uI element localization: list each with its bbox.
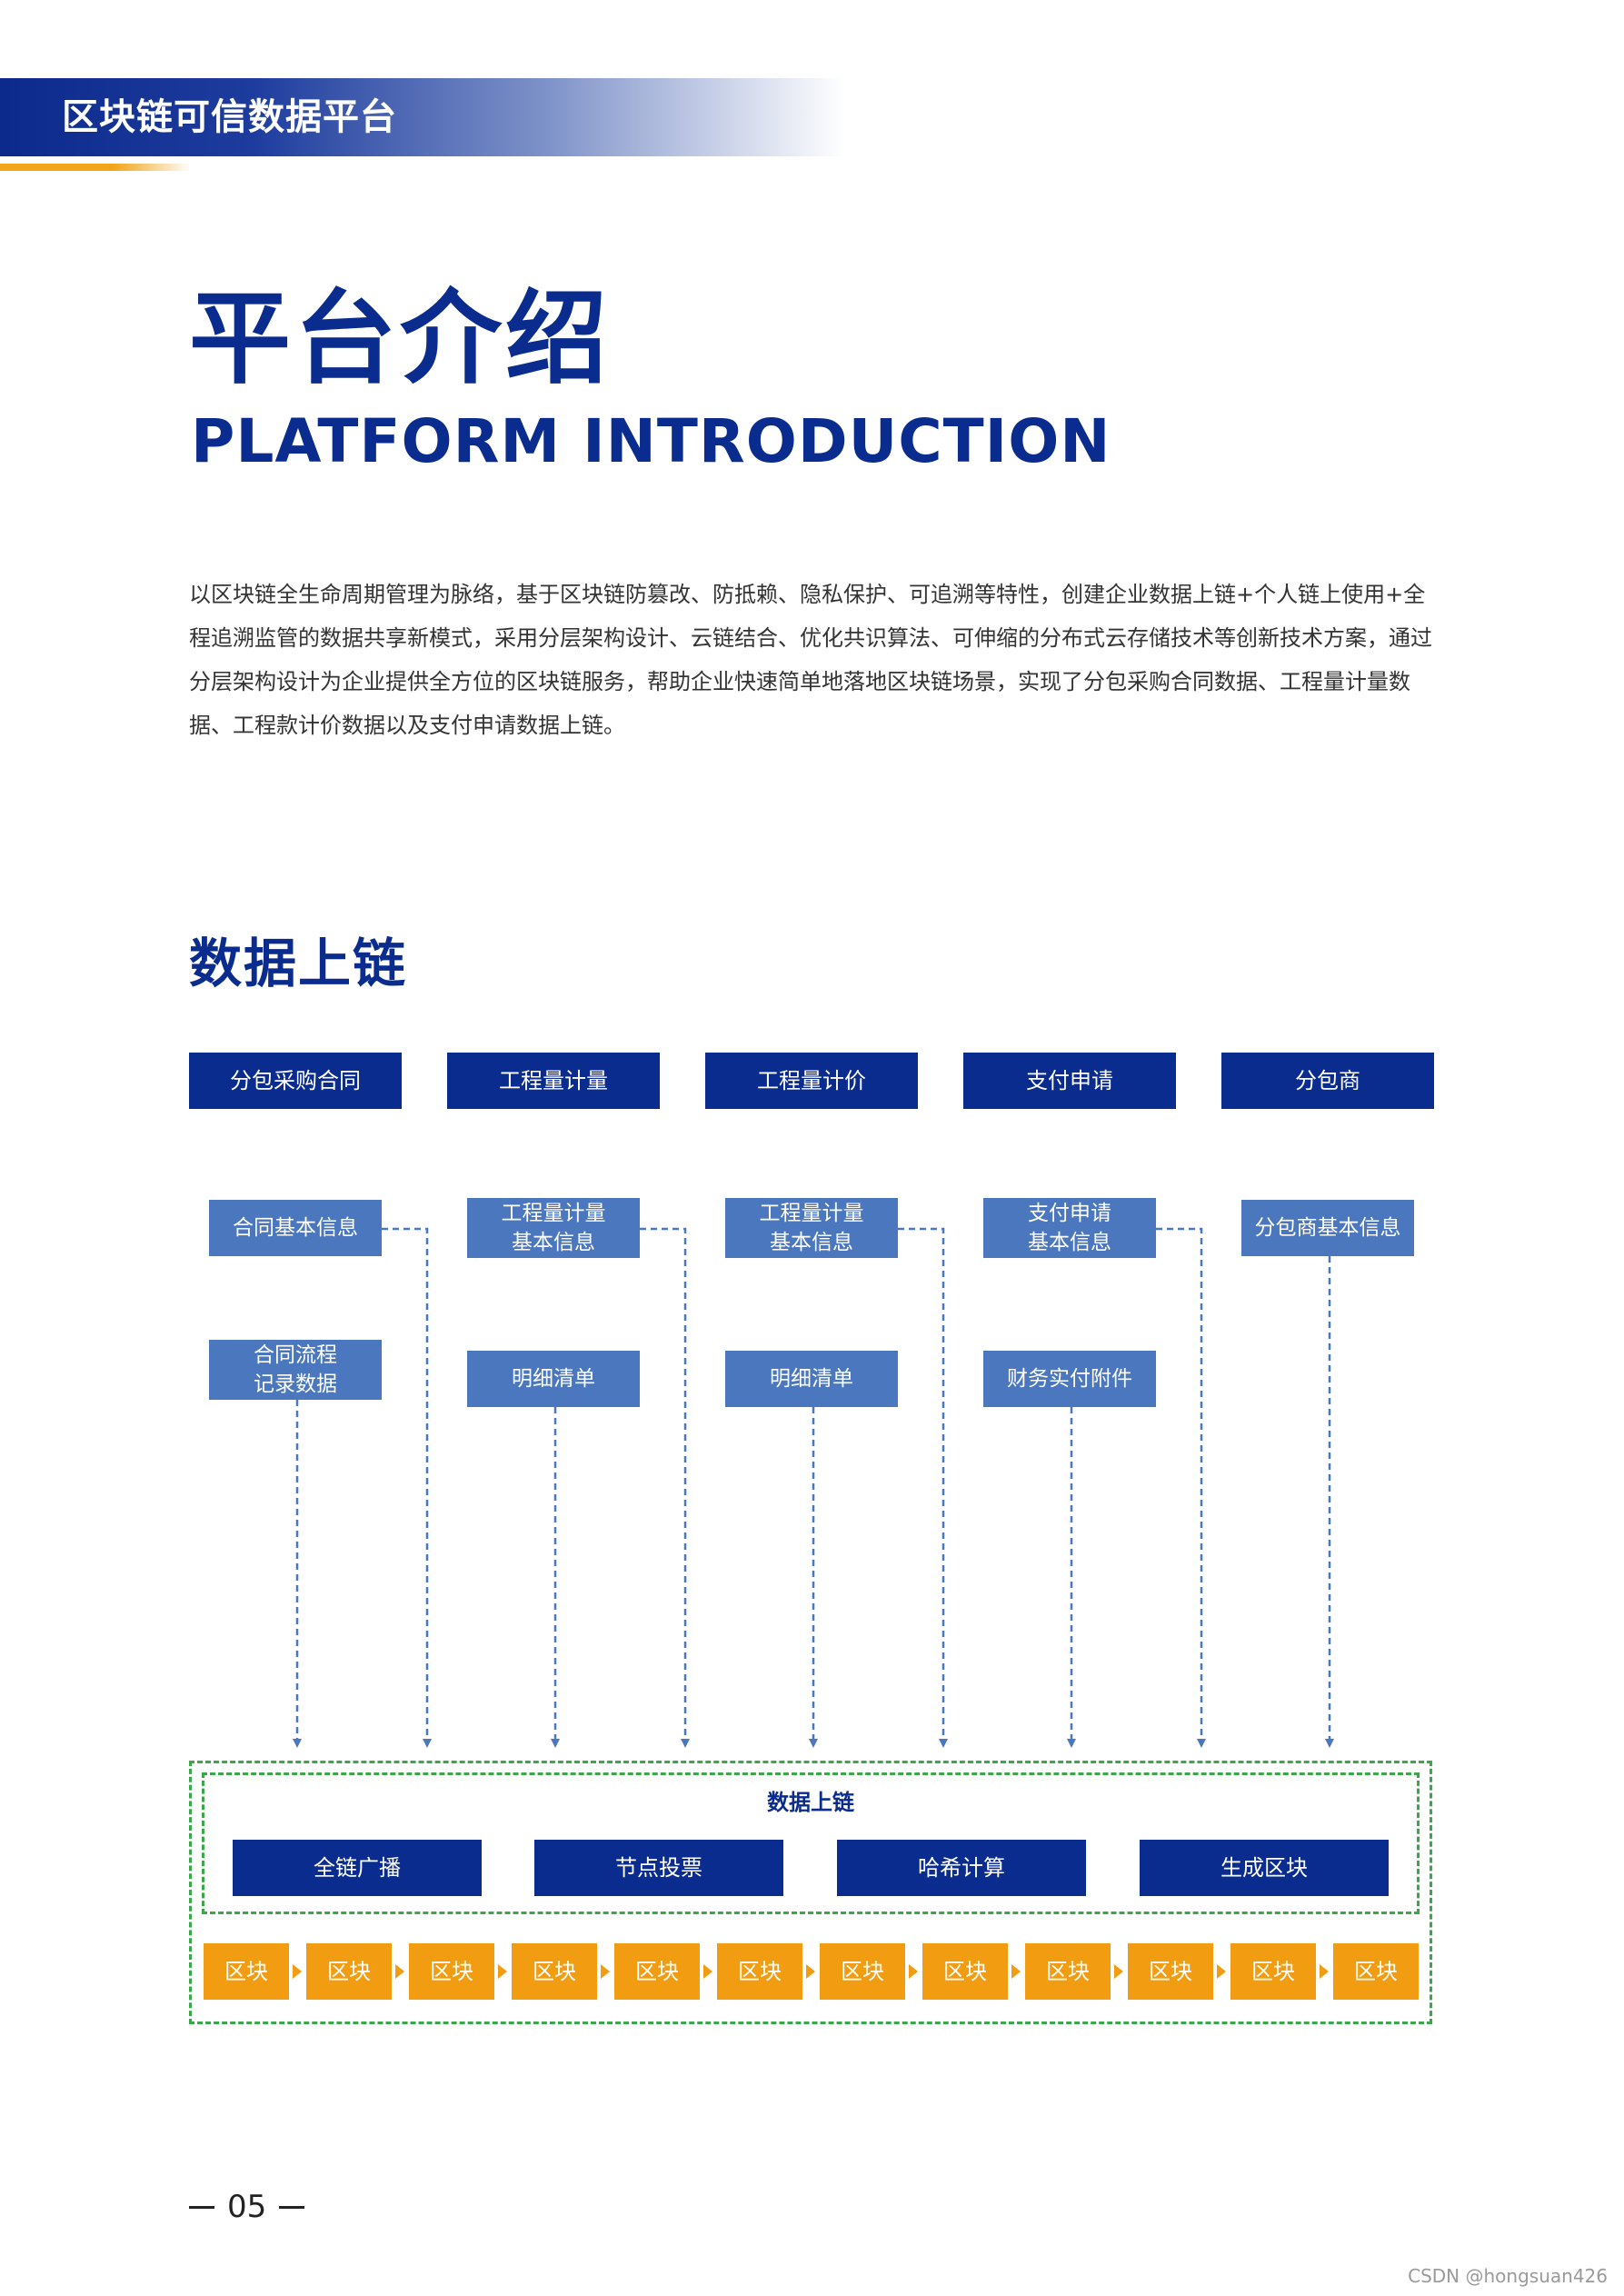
data-item-line: 工程量计量 (501, 1202, 606, 1225)
chain-arrow-icon (1320, 1964, 1329, 1979)
data-item-line: 支付申请 (1028, 1202, 1111, 1225)
page-number-dash (279, 2205, 305, 2209)
chain-block: 区块 (1230, 1943, 1316, 2000)
chain-arrow-icon (806, 1964, 815, 1979)
page-number-text: 05 (227, 2189, 267, 2225)
chain-block: 区块 (820, 1943, 905, 2000)
header-accent-bar (0, 164, 191, 171)
page-number-dash (189, 2205, 214, 2209)
data-item-pricing-detail-list: 明细清单 (725, 1351, 898, 1407)
chain-block: 区块 (1333, 1943, 1419, 2000)
page-title: 平台介绍 (189, 280, 611, 398)
chain-block: 区块 (1128, 1943, 1213, 2000)
data-item-line: 合同基本信息 (233, 1216, 358, 1240)
watermark: CSDN @hongsuan426 (1408, 2265, 1608, 2287)
chain-block: 区块 (1025, 1943, 1111, 2000)
data-item-line: 财务实付附件 (1007, 1367, 1132, 1391)
connector-pricing-basic (898, 1227, 948, 1748)
data-item-payment-basic-info: 支付申请 基本信息 (983, 1198, 1156, 1258)
process-title: 数据上链 (767, 1790, 854, 1815)
chain-arrow-icon (395, 1964, 404, 1979)
chain-block: 区块 (306, 1943, 392, 2000)
process-step-vote: 节点投票 (534, 1840, 783, 1896)
chain-arrow-icon (1114, 1964, 1123, 1979)
blockchain-boundary (189, 1761, 1432, 2024)
chain-arrow-icon (293, 1964, 302, 1979)
chain-arrow-icon (909, 1964, 918, 1979)
category-header-pricing: 工程量计价 (705, 1053, 918, 1109)
header-title: 区块链可信数据平台 (62, 96, 397, 138)
connector-payment-basic (1156, 1227, 1206, 1748)
data-item-line: 记录数据 (254, 1373, 337, 1396)
process-boundary (202, 1772, 1420, 1914)
data-item-line: 明细清单 (512, 1367, 595, 1391)
data-item-line: 分包商基本信息 (1254, 1216, 1401, 1240)
chain-block: 区块 (614, 1943, 700, 2000)
chain-arrow-icon (1217, 1964, 1226, 1979)
category-header-contract: 分包采购合同 (189, 1053, 402, 1109)
chain-block: 区块 (512, 1943, 597, 2000)
category-header-subcontractor: 分包商 (1221, 1053, 1434, 1109)
connector-contract-basic (382, 1227, 432, 1748)
chain-block: 区块 (717, 1943, 802, 2000)
data-item-subcontractor-basic-info: 分包商基本信息 (1241, 1200, 1414, 1256)
data-item-line: 明细清单 (770, 1367, 853, 1391)
header-band (0, 78, 845, 156)
category-header-measurement: 工程量计量 (447, 1053, 660, 1109)
chain-block: 区块 (409, 1943, 494, 2000)
data-item-line: 基本信息 (770, 1231, 853, 1254)
category-header-payment: 支付申请 (963, 1053, 1176, 1109)
intro-paragraph: 以区块链全生命周期管理为脉络，基于区块链防篡改、防抵赖、隐私保护、可追溯等特性，… (189, 582, 1432, 738)
connector-measurement-basic (640, 1227, 690, 1748)
chain-arrow-icon (1011, 1964, 1021, 1979)
page-subtitle: PLATFORM INTRODUCTION (191, 406, 1111, 476)
section-title: 数据上链 (189, 933, 408, 994)
data-item-line: 基本信息 (512, 1231, 595, 1254)
process-step-generate-block: 生成区块 (1140, 1840, 1389, 1896)
data-item-measurement-detail-list: 明细清单 (467, 1351, 640, 1407)
process-step-broadcast: 全链广播 (233, 1840, 482, 1896)
process-step-hash: 哈希计算 (837, 1840, 1086, 1896)
chain-block: 区块 (204, 1943, 289, 2000)
chain-block: 区块 (922, 1943, 1008, 2000)
connector-lines (293, 1227, 1334, 1748)
chain-arrow-icon (703, 1964, 712, 1979)
data-item-measurement-basic-info: 工程量计量 基本信息 (467, 1198, 640, 1258)
chain-arrow-icon (601, 1964, 610, 1979)
data-item-contract-basic-info: 合同基本信息 (209, 1200, 382, 1256)
data-item-line: 基本信息 (1028, 1231, 1111, 1254)
data-item-line: 工程量计量 (759, 1202, 864, 1225)
page-number: 05 (189, 2189, 317, 2225)
data-item-payment-attachment: 财务实付附件 (983, 1351, 1156, 1407)
data-item-pricing-basic-info: 工程量计量 基本信息 (725, 1198, 898, 1258)
chain-arrow-icon (498, 1964, 507, 1979)
data-item-contract-flow-records: 合同流程 记录数据 (209, 1340, 382, 1400)
data-item-line: 合同流程 (254, 1343, 337, 1367)
